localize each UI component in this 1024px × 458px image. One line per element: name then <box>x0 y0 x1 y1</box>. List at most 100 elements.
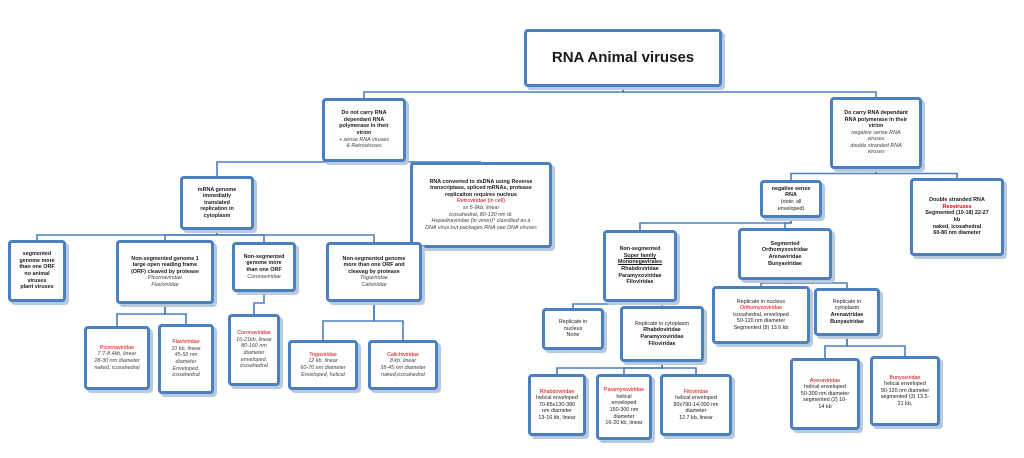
node-text-line: Bunyaviridae <box>830 318 864 325</box>
node-text-line: Mononegavirales <box>617 259 663 266</box>
connector-nonseg-one-orf-flavi <box>164 304 187 324</box>
connector-rdrp-double-stranded <box>875 169 958 178</box>
node-text-line: Do not carry RNA <box>341 110 387 117</box>
node-text-line: Replicate in nucleus <box>736 298 786 305</box>
node-text-line: 70-85x130-380 <box>538 401 576 408</box>
node-text-line: Togaviridae <box>309 351 337 358</box>
node-text-line: 28-30 nm diameter <box>94 358 140 364</box>
node-text-line: (note: all <box>780 199 802 205</box>
node-text-line: 16-21kb, linear <box>236 336 272 343</box>
node-text-line: segmented <box>22 251 52 258</box>
node-text-line: translated <box>204 199 230 206</box>
node-text-line: Orthomyxoviridae <box>761 247 809 254</box>
node-text-line: 90-120 nm diameter <box>880 387 930 394</box>
node-text-line: 60-80 nm diameter <box>933 230 981 237</box>
node-text-line: Filoviridae <box>648 340 676 347</box>
connector-replicate-cytoplasm-filo <box>661 362 697 374</box>
node-text-line: Filoviridae <box>683 388 709 395</box>
connector-mrna-genome-nonseg-cleavage <box>216 230 375 242</box>
node-text-line: large open reading frame <box>132 262 198 269</box>
node-text-line: Replicate in cytoplasm <box>635 320 689 327</box>
node-text-line: negative sense <box>771 185 811 192</box>
node-text-line: icosahedral <box>240 363 268 370</box>
node-text-line: Replicate in <box>558 319 588 326</box>
connector-nonseg-more-orf-corona <box>253 292 265 314</box>
node-text-line: Paramyxoviridae <box>640 334 684 340</box>
node-text-line: RNA <box>785 192 797 199</box>
connector-root-rdrp <box>622 87 877 97</box>
node-text-line: Coronaviridae <box>237 330 271 337</box>
node-text-line: Picornaviridae <box>147 275 183 282</box>
node-text-line: ss 5-9kb, linear <box>462 205 500 211</box>
node-text-line: Do carry RNA dependant <box>844 109 908 116</box>
node-text-line: Replicate in <box>832 298 862 305</box>
node-text-line: 80-160 nm <box>241 343 267 350</box>
node-text-line: Double stranded RNA <box>929 197 985 204</box>
connector-rdrp-negative-sense <box>790 169 877 180</box>
node-text-line: Super family <box>623 252 657 259</box>
node-text-line: negative sense RNA <box>851 129 901 136</box>
node-text-line: Retroviridae (in cell) <box>457 198 505 205</box>
node-text-line: Arenaviridae <box>830 312 864 318</box>
node-text-line: than one ORF <box>19 264 55 271</box>
node-text-line: Reoviruses <box>942 203 972 210</box>
node-text-line: 35-45 nm diameter <box>380 365 426 371</box>
node-text-line: cytoplasm <box>203 212 231 219</box>
node-text-line: Bunyaviridae <box>768 260 802 267</box>
node-text-line: virion <box>868 123 884 130</box>
connector-nonsegmented-neg-replicate-cytoplasm <box>639 302 663 306</box>
node-text-line: DNA virus but packages RNA see DNA virus… <box>425 224 537 231</box>
node-text-line: icosahedral, 80-130 nm di. <box>449 211 513 218</box>
node-text-line: diameter <box>175 359 197 365</box>
node-text-line: 21 kb, <box>897 400 913 407</box>
connector-no-rdrp-mrna-genome <box>216 161 364 176</box>
node-text-line: transcriptase, spliced mRNAs, protease <box>430 185 532 192</box>
node-text-line: Segmented (8) 13.6 kb <box>733 324 789 331</box>
node-text-line: replicaiton requires nucleus <box>445 191 517 198</box>
node-text-line: Non-segmented <box>243 253 285 260</box>
node-text-line: 150-300 nm <box>609 407 639 413</box>
node-text-line: more than one ORF and <box>343 262 405 269</box>
node-text-line: helical enveloped <box>675 395 717 402</box>
node-text-line: None <box>566 332 580 339</box>
node-text-line: Rhabdoviridae <box>643 327 681 334</box>
node-text-line: Arenaviridae <box>768 254 802 260</box>
node-text-line: + sense RNA viruses <box>338 136 390 143</box>
node-text-line: dependant RNA <box>343 116 385 123</box>
node-text-line: Segmented (10-18) 22-27 <box>925 210 989 217</box>
node-text-line: than one ORF <box>246 267 282 273</box>
node-text-line: double stranded RNA <box>850 142 902 149</box>
node-text-line: Orthomyxoviridae <box>739 305 783 312</box>
node-text-line: 50-300 nm diameter <box>800 390 850 397</box>
node-text-line: genome more <box>246 260 282 267</box>
node-text-line: 45-50 nm <box>174 352 198 359</box>
node-text-line: Hepadnaviridae (in virion)* classified a… <box>431 218 531 225</box>
node-text-line: RNA polymerase in their <box>844 116 908 123</box>
node-text-line: viruses <box>27 277 47 284</box>
node-text-line: plant viruses <box>20 284 54 291</box>
node-text-line: Paramyxoviridae <box>603 387 645 394</box>
node-text-line: mRNA genome <box>197 186 237 193</box>
node-text-line: virion <box>356 130 372 136</box>
node-text-line: viruses <box>867 149 885 156</box>
node-text-line: Caliviridae <box>361 281 387 288</box>
connector-replicate-cyto-seg-bunya <box>846 336 906 356</box>
connector-replicate-cyto-seg-arena <box>824 336 848 358</box>
node-text-line: helical <box>616 393 632 400</box>
node-text-line: Enveloped, <box>172 365 200 372</box>
